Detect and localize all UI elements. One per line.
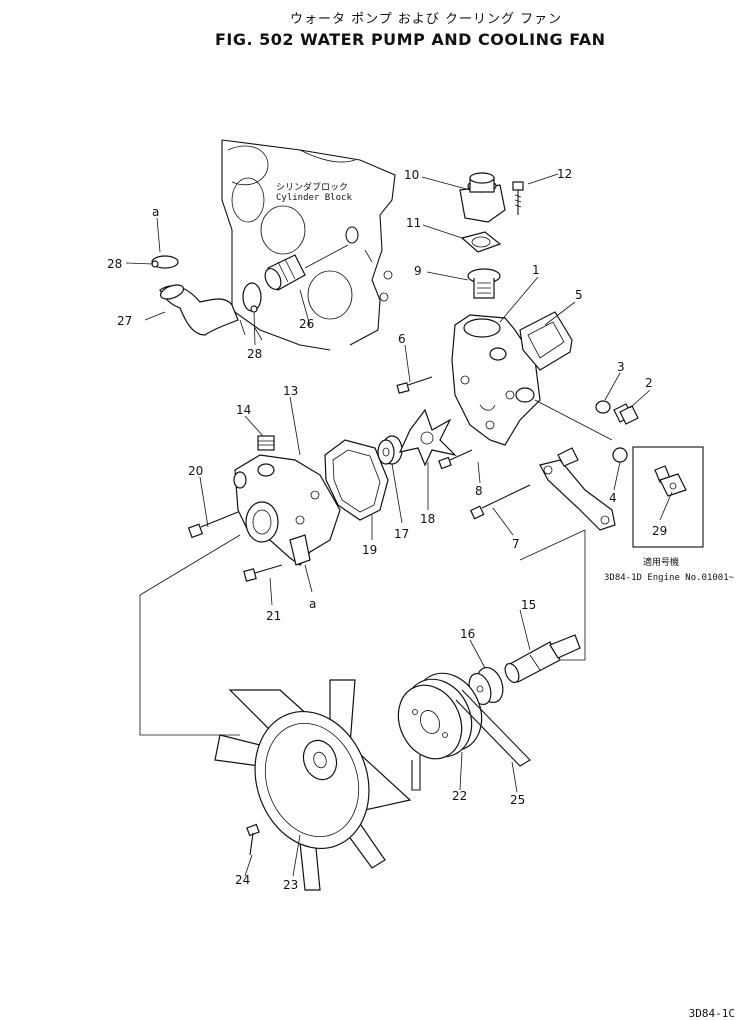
thermostat-case-drawing bbox=[451, 314, 541, 446]
part-number-13: 13 bbox=[283, 384, 298, 398]
part-number-7: 7 bbox=[512, 537, 520, 551]
fan-bracket-drawing bbox=[539, 447, 616, 531]
part-number-11: 11 bbox=[406, 216, 421, 230]
pipe-alignment-line bbox=[304, 244, 349, 269]
part-number-12: 12 bbox=[557, 167, 572, 181]
part-number-9: 9 bbox=[414, 264, 422, 278]
clamp-28-lower-drawing bbox=[242, 282, 262, 313]
reference-mark-a-upper: a bbox=[152, 205, 159, 219]
clamp-28-upper-drawing bbox=[151, 255, 179, 269]
washer-3-drawing bbox=[595, 400, 611, 414]
inset-frame bbox=[632, 446, 704, 548]
part-number-27: 27 bbox=[117, 314, 132, 328]
applicable-models-label-jp: 適用号機 bbox=[643, 556, 679, 568]
page-code: 3D84-1C bbox=[688, 1007, 735, 1020]
part-number-14: 14 bbox=[236, 403, 251, 417]
connection-line-right-diagonal bbox=[519, 529, 586, 561]
cylinder-block-label-jp: シリンダブロック bbox=[276, 181, 348, 193]
gasket-11-drawing bbox=[460, 231, 502, 253]
part-number-28-upper: 28 bbox=[107, 257, 122, 271]
part-number-2: 2 bbox=[645, 376, 653, 390]
impeller-18-drawing bbox=[398, 408, 457, 467]
connection-line-bracket bbox=[534, 399, 613, 441]
engine-number-note: 3D84-1D Engine No.01001~ bbox=[604, 573, 735, 583]
bolt-6-drawing bbox=[396, 376, 433, 394]
part-number-10: 10 bbox=[404, 168, 419, 182]
bolt-20-drawing bbox=[187, 511, 239, 539]
part-number-24: 24 bbox=[235, 873, 250, 887]
bolt-24-drawing bbox=[246, 823, 260, 856]
part-number-15: 15 bbox=[521, 598, 536, 612]
sender-29-drawing bbox=[654, 465, 687, 497]
connection-line-left-diagonal bbox=[139, 534, 241, 596]
connection-line-right bbox=[560, 530, 586, 661]
thermostat-9-drawing bbox=[467, 268, 501, 299]
washer-4-drawing bbox=[612, 447, 628, 463]
plug-14-drawing bbox=[257, 435, 275, 451]
leader-lines bbox=[125, 173, 673, 877]
gasket-5-drawing bbox=[519, 311, 573, 371]
bolt-8-drawing bbox=[438, 449, 473, 470]
part-number-16: 16 bbox=[460, 627, 475, 641]
diagram-title-japanese: ウォータ ポンプ および クーリング ファン bbox=[290, 12, 563, 27]
bolt-21-drawing bbox=[243, 564, 283, 582]
cooling-fan-23-drawing bbox=[214, 679, 412, 891]
part-number-26: 26 bbox=[299, 317, 314, 331]
part-number-17: 17 bbox=[394, 527, 409, 541]
seal-17-drawing bbox=[377, 435, 403, 465]
part-number-19: 19 bbox=[362, 543, 377, 557]
part-number-20: 20 bbox=[188, 464, 203, 478]
part-number-18: 18 bbox=[420, 512, 435, 526]
fan-shaft-15-drawing bbox=[504, 634, 581, 684]
part-number-8: 8 bbox=[475, 484, 483, 498]
bolt-12-drawing bbox=[512, 181, 524, 215]
hose-27-drawing bbox=[159, 284, 239, 336]
part-number-6: 6 bbox=[398, 332, 406, 346]
part-number-1: 1 bbox=[532, 263, 540, 277]
connection-line-left bbox=[139, 595, 240, 736]
part-number-3: 3 bbox=[617, 360, 625, 374]
diagram-title: FIG. 502 WATER PUMP AND COOLING FAN bbox=[215, 30, 606, 49]
part-number-5: 5 bbox=[575, 288, 583, 302]
water-pump-body-drawing bbox=[233, 454, 341, 566]
reference-mark-a-lower: a bbox=[309, 597, 316, 611]
bolt-7-drawing bbox=[469, 484, 531, 520]
v-belt-25-drawing bbox=[411, 689, 531, 791]
pipe-26-drawing bbox=[264, 254, 306, 291]
part-number-23: 23 bbox=[283, 878, 298, 892]
part-number-29: 29 bbox=[652, 524, 667, 538]
part-number-4: 4 bbox=[609, 491, 617, 505]
pump-gasket-19-drawing bbox=[324, 439, 389, 521]
part-number-25: 25 bbox=[510, 793, 525, 807]
part-number-28-lower: 28 bbox=[247, 347, 262, 361]
cylinder-block-label: Cylinder Block bbox=[276, 193, 352, 203]
part-number-21: 21 bbox=[266, 609, 281, 623]
plug-2-drawing bbox=[613, 403, 639, 425]
thermostat-housing-drawing bbox=[459, 172, 506, 223]
part-number-22: 22 bbox=[452, 789, 467, 803]
